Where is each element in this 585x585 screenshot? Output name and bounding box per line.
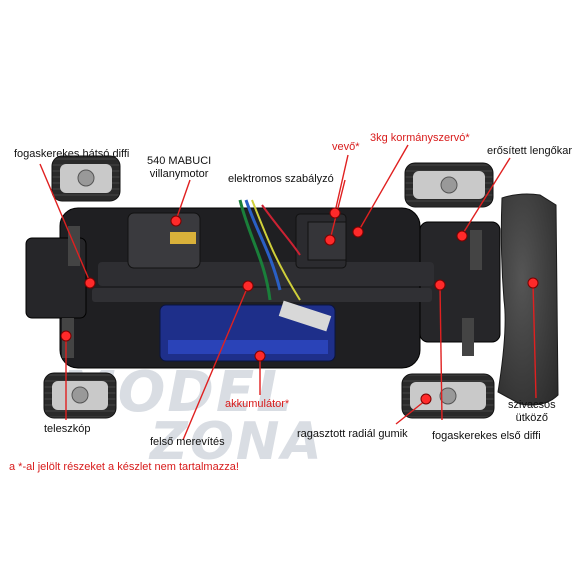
label-bumper-line1: szivacsos bbox=[508, 399, 556, 411]
label-rear-diff: fogaskerekes hátsó diffi bbox=[14, 148, 130, 160]
watermark-line-2: ZONA bbox=[150, 412, 324, 472]
front-right-wheel bbox=[401, 373, 495, 419]
rear-left-wheel bbox=[51, 155, 121, 202]
label-receiver: vevő* bbox=[332, 141, 360, 153]
label-motor: 540 MABUCI villanymotor bbox=[147, 155, 211, 181]
label-upper-brace: felső merevítés bbox=[150, 436, 225, 448]
foam-bumper bbox=[497, 193, 559, 406]
label-servo: 3kg kormányszervó* bbox=[370, 132, 470, 144]
label-esc: elektromos szabályzó bbox=[228, 173, 334, 185]
label-tires: ragasztott radiál gumik bbox=[297, 428, 408, 440]
label-motor-line1: 540 MABUCI bbox=[147, 155, 212, 167]
label-arms: erősített lengőkar bbox=[487, 145, 572, 157]
label-motor-line2: villanymotor bbox=[149, 168, 209, 180]
chassis-body bbox=[25, 199, 501, 369]
pointer-dots bbox=[60, 207, 539, 405]
label-bumper: szivacsos ütköző bbox=[508, 399, 556, 425]
pointer-lines bbox=[39, 144, 537, 441]
label-front-diff: fogaskerekes első diffi bbox=[432, 430, 541, 442]
rear-right-wheel bbox=[43, 372, 117, 419]
label-battery: akkumulátor* bbox=[225, 398, 290, 410]
label-shock: teleszkóp bbox=[44, 423, 91, 435]
label-bumper-line2: ütköző bbox=[515, 412, 549, 424]
footnote: a *-al jelölt részeket a készlet nem tar… bbox=[9, 461, 239, 473]
front-left-wheel bbox=[404, 162, 494, 208]
